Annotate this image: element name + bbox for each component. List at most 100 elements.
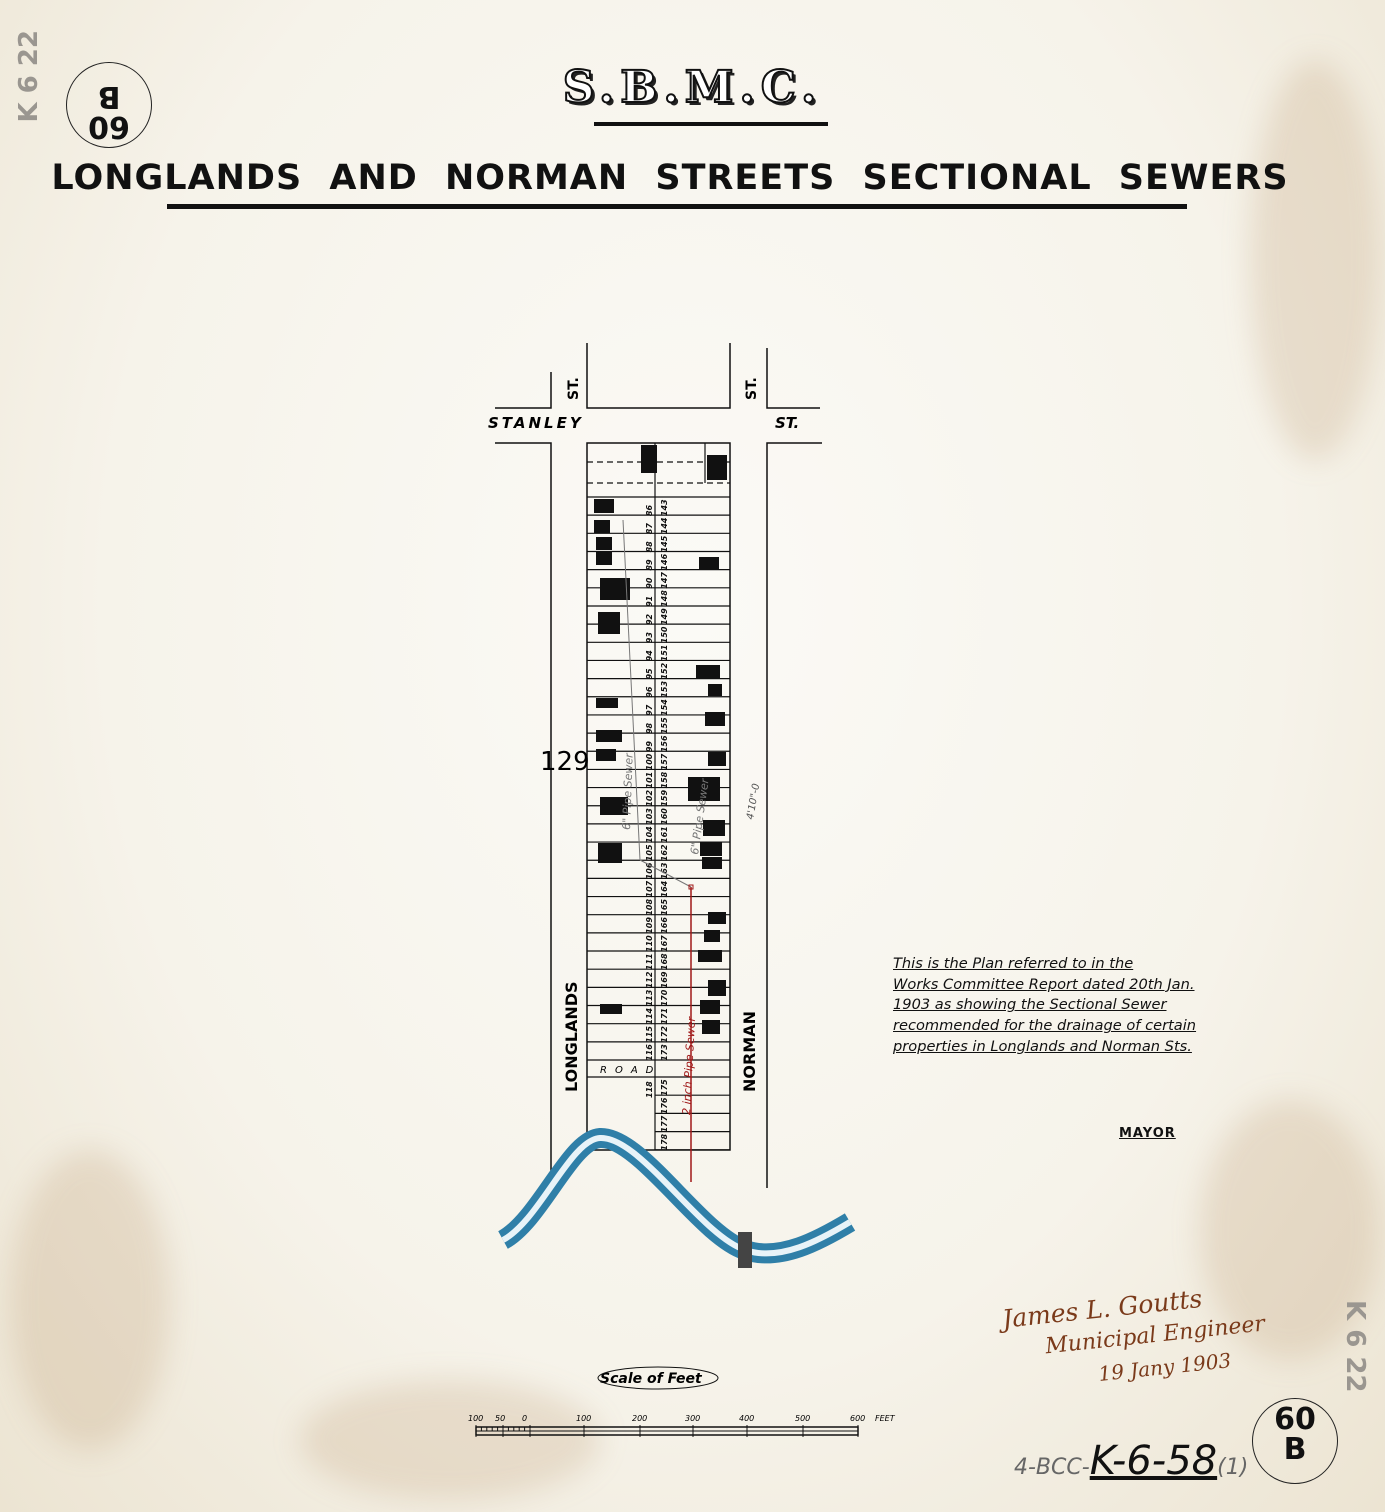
lot-number-right: 151 [660,645,669,662]
lot-number-right: 155 [660,717,669,734]
lot-number-left: 115 [645,1026,654,1043]
building [596,730,622,742]
lot-number-right: 161 [660,826,669,843]
page-title: LONGLANDS AND NORMAN STREETS SECTIONAL S… [51,158,1289,198]
scale-tick-label: 500 [795,1414,810,1423]
lot-number-left: 106 [645,862,654,879]
manhole-marker [688,884,694,890]
red-sewer-label: 2 inch Pipe Sewer [680,1015,698,1115]
building [700,842,722,856]
building [594,520,610,533]
street-label-norman: NORMAN [740,1011,759,1092]
lot-number-right: 158 [660,771,669,788]
building [707,455,727,480]
lot-number-left: 105 [645,844,654,861]
lot-number-left: 90 [645,577,654,589]
lot-number-left: 98 [645,722,654,734]
building [600,578,630,600]
lot-number-right: 169 [660,971,669,988]
lot-number-right: 167 [660,935,669,952]
lot-number-left: 118 [645,1081,654,1098]
lot-number-left: 102 [645,790,654,807]
lot-number-left: 86 [645,505,654,517]
scale-tick-label: 0 [522,1414,527,1423]
buildings [594,445,727,1034]
street-label-cross-left: ST. [566,377,582,400]
lot-number-left: 109 [645,917,654,934]
scale-title: Scale of Feet [600,1371,703,1387]
street-lines [495,343,822,1188]
lot-number-right: 145 [660,535,669,552]
lot-number-right: 154 [660,699,669,716]
lot-number-left: 111 [645,953,654,970]
lot-number-right: 175 [660,1079,669,1096]
lot-number-left: 99 [645,741,654,753]
scale-tick-label: 200 [632,1414,647,1423]
lot-number-right: 156 [660,735,669,752]
lot-number-right: 157 [660,753,669,770]
lot-number-left: 96 [645,686,654,698]
scale-tick-label: 100 [468,1414,483,1423]
bridge [738,1232,752,1268]
building [641,445,657,473]
stamp-number: 60 [1274,1402,1316,1437]
building [708,912,726,924]
river [497,1128,856,1268]
scale-title-cartouche [597,1366,719,1390]
reference-main: K-6-58 [1089,1438,1218,1484]
lot-number-left: 110 [645,935,654,952]
organization-title: S.B.M.C. [562,61,823,114]
note-line: 1903 as showing the Sectional Sewer [893,996,1167,1014]
lot-number-left: 101 [645,772,654,789]
reference-prefix: 4-BCC- [1014,1455,1090,1480]
building [600,797,628,815]
lot-number-right: 172 [660,1026,669,1043]
lot-number-right: 160 [660,808,669,825]
building [708,752,726,766]
lot-number-right: 166 [660,917,669,934]
pipe-sewer-label-left: 6" Pipe Sewer [620,752,636,830]
pipe-sewer-line-left [622,519,641,861]
margin-mark-right: K 6 22 [1340,1300,1370,1393]
lot-number-right: 177 [660,1115,669,1132]
scale-tick-label: 600 [850,1414,865,1423]
lot-number-right: 173 [660,1044,669,1061]
lot-number-left: 108 [645,898,654,915]
building [700,1000,720,1014]
lot-number-left: 104 [645,826,654,843]
lot-number-left: 103 [645,808,654,825]
lot-number-left: 91 [645,596,654,607]
lot-number-left: 87 [645,523,654,535]
lot-number-left: 88 [645,541,654,553]
building [708,980,726,996]
lot-number-left: 89 [645,559,654,571]
lot-number-right: 146 [660,553,669,570]
block-number: 129 [540,747,590,777]
building [708,684,722,696]
lot-number-right: 170 [660,989,669,1006]
note-line: This is the Plan referred to in the [893,955,1134,972]
lot-number-left: 114 [645,1007,654,1024]
building [699,557,719,569]
building [704,930,720,942]
lot-number-left: 113 [645,989,654,1006]
lot-grid [587,443,730,1151]
lot-number-left: 100 [645,753,654,770]
street-label-longlands: LONGLANDS [562,981,581,1092]
lot-number-right: 144 [660,517,669,534]
note-line: Works Committee Report dated 20th Jan. [893,975,1195,993]
building [688,777,720,801]
title-underline [167,204,1187,209]
note-line: properties in Longlands and Norman Sts. [893,1037,1192,1055]
building [596,537,612,550]
building [698,950,722,962]
building [596,749,616,761]
level-annotation: 4'10"-0 [745,783,762,821]
building [596,552,612,565]
road-label: ROAD [600,1065,661,1076]
pipe-sewer-connector [639,859,692,888]
building [594,499,614,513]
plan-note: This is the Plan referred to in the Work… [893,954,1238,1058]
